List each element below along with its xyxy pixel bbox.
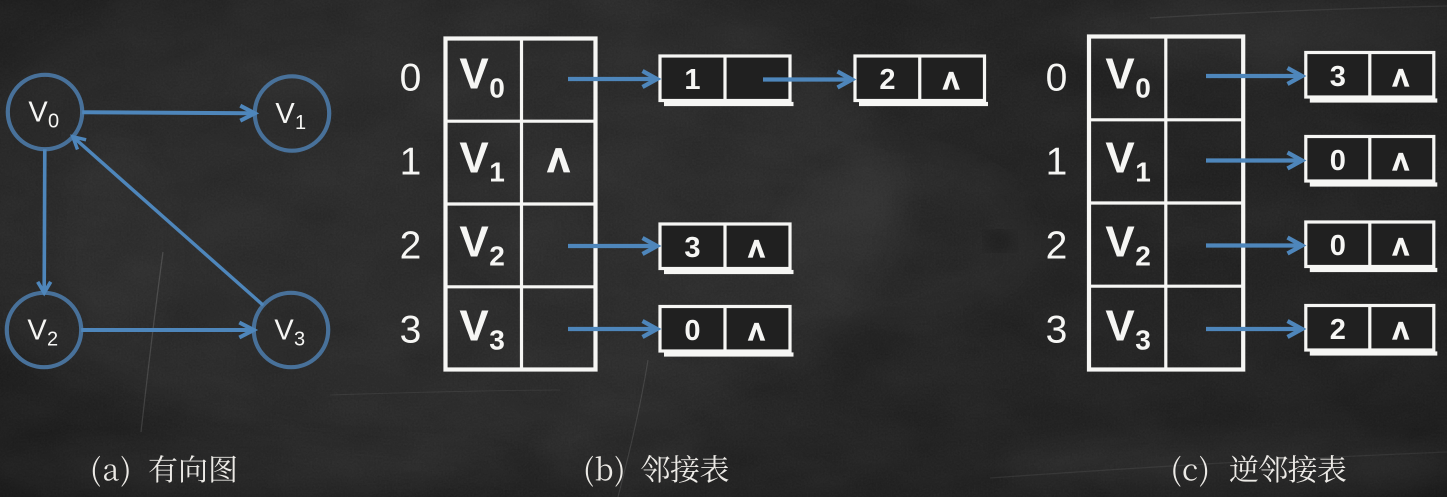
svg-text:2: 2 [1330,314,1346,346]
svg-text:1: 1 [1046,140,1068,183]
svg-text:0: 0 [1135,73,1151,104]
svg-text:Λ: Λ [1393,149,1409,176]
svg-text:1: 1 [684,64,700,96]
svg-text:1: 1 [489,157,505,188]
svg-text:0: 0 [48,111,59,133]
svg-text:Λ: Λ [548,143,570,179]
svg-text:1: 1 [295,112,306,134]
svg-text:2: 2 [1135,241,1151,272]
svg-text:Λ: Λ [1393,234,1409,261]
svg-text:V: V [459,50,489,99]
svg-text:3: 3 [1046,308,1068,351]
svg-text:Λ: Λ [943,68,959,95]
svg-text:V: V [274,315,294,347]
svg-text:V: V [275,98,295,130]
svg-text:0: 0 [1046,56,1068,99]
svg-text:V: V [459,134,489,183]
svg-text:2: 2 [400,224,422,267]
svg-text:0: 0 [400,56,422,99]
svg-text:Λ: Λ [1393,65,1409,92]
svg-text:3: 3 [489,325,505,356]
svg-text:3: 3 [1330,61,1346,93]
svg-text:3: 3 [400,308,422,351]
svg-text:2: 2 [489,241,505,272]
svg-text:V: V [459,218,489,267]
svg-text:0: 0 [489,73,505,104]
svg-text:3: 3 [294,329,305,351]
svg-text:V: V [459,302,489,351]
svg-text:V: V [1105,302,1135,351]
svg-text:2: 2 [1046,224,1068,267]
svg-text:2: 2 [47,329,58,351]
svg-text:3: 3 [684,232,700,264]
svg-text:0: 0 [1330,230,1346,262]
svg-text:Λ: Λ [1393,318,1409,345]
svg-text:Λ: Λ [748,236,764,263]
svg-text:0: 0 [1330,145,1346,177]
svg-text:Λ: Λ [748,319,764,346]
svg-text:1: 1 [400,140,422,183]
svg-text:V: V [1105,218,1135,267]
svg-text:0: 0 [684,315,700,347]
svg-text:V: V [28,97,48,129]
svg-text:1: 1 [1135,157,1151,188]
svg-text:V: V [1105,50,1135,99]
svg-text:V: V [1105,134,1135,183]
svg-text:3: 3 [1135,325,1151,356]
svg-text:2: 2 [879,64,895,96]
svg-text:V: V [27,315,47,347]
